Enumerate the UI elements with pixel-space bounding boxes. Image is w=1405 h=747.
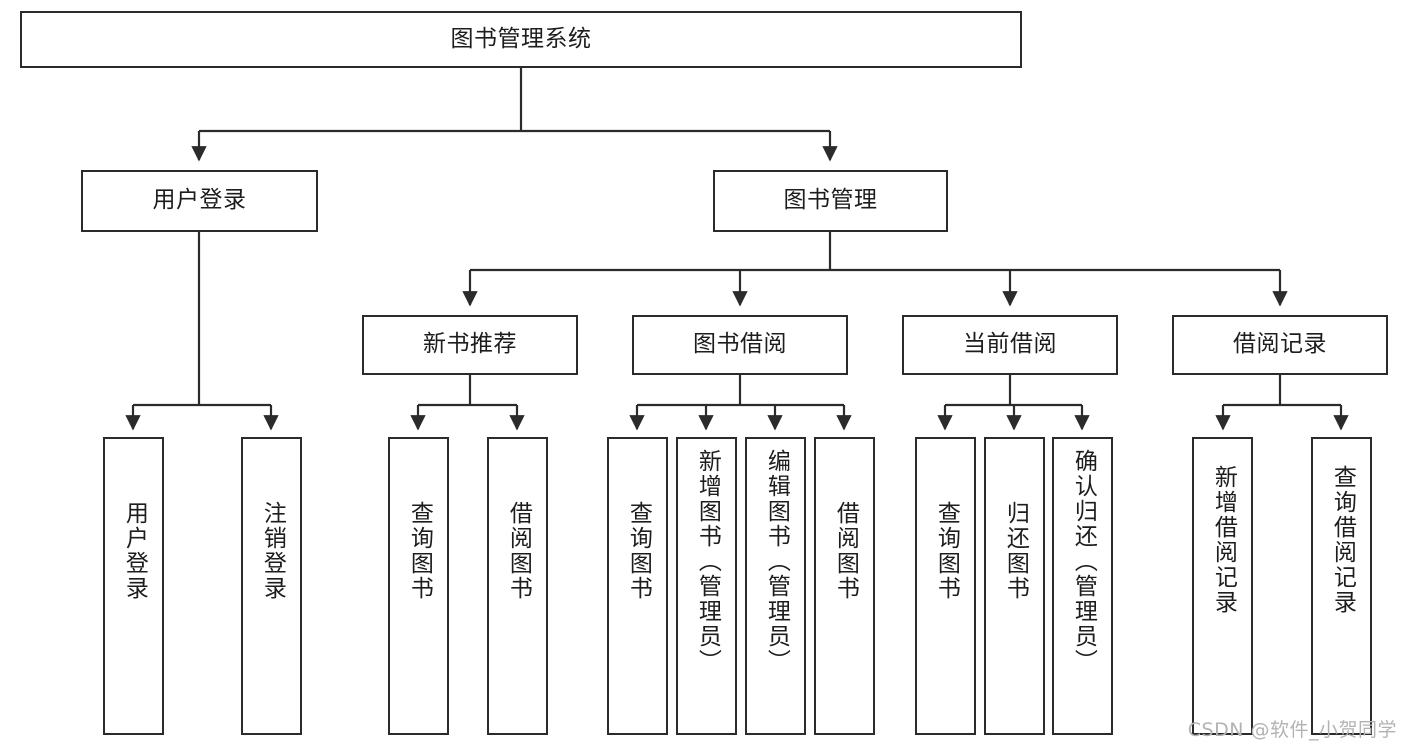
node-leaf-query-record-label: 查询借阅记录 [1329, 465, 1356, 615]
node-leaf-edit-book-label: 编辑图书（管理员） [763, 449, 790, 674]
node-leaf-user-login[interactable]: 用户登录 [103, 437, 164, 735]
node-new-book-recommend-label: 新书推荐 [423, 331, 517, 358]
node-leaf-user-login-label: 用户登录 [121, 501, 148, 601]
node-leaf-return-book-label: 归还图书 [1002, 501, 1029, 601]
node-leaf-query-book-3[interactable]: 查询图书 [915, 437, 976, 735]
node-leaf-query-book-2-label: 查询图书 [625, 501, 652, 601]
node-user-login-label: 用户登录 [152, 187, 247, 214]
node-leaf-confirm-return[interactable]: 确认归还（管理员） [1052, 437, 1113, 735]
node-leaf-borrow-book-2-label: 借阅图书 [832, 501, 859, 601]
node-root[interactable]: 图书管理系统 [20, 11, 1022, 68]
node-leaf-borrow-book-1[interactable]: 借阅图书 [487, 437, 548, 735]
node-leaf-add-record[interactable]: 新增借阅记录 [1192, 437, 1253, 735]
node-leaf-borrow-book-2[interactable]: 借阅图书 [814, 437, 875, 735]
node-new-book-recommend[interactable]: 新书推荐 [362, 315, 578, 375]
node-book-manage-label: 图书管理 [783, 187, 878, 214]
node-book-borrow[interactable]: 图书借阅 [632, 315, 848, 375]
watermark-text: CSDN @软件_小贺同学 [1187, 719, 1397, 741]
node-leaf-add-book[interactable]: 新增图书（管理员） [676, 437, 737, 735]
node-borrow-record[interactable]: 借阅记录 [1172, 315, 1388, 375]
node-leaf-query-book-3-label: 查询图书 [933, 501, 960, 601]
node-current-borrow-label: 当前借阅 [963, 331, 1057, 358]
node-book-borrow-label: 图书借阅 [693, 331, 787, 358]
node-leaf-edit-book[interactable]: 编辑图书（管理员） [745, 437, 806, 735]
node-book-manage[interactable]: 图书管理 [713, 170, 948, 232]
node-leaf-query-book-2[interactable]: 查询图书 [607, 437, 668, 735]
node-leaf-return-book[interactable]: 归还图书 [984, 437, 1045, 735]
node-borrow-record-label: 借阅记录 [1233, 331, 1327, 358]
node-leaf-logout-login-label: 注销登录 [259, 501, 286, 601]
node-leaf-query-book-1-label: 查询图书 [406, 501, 433, 601]
node-leaf-query-book-1[interactable]: 查询图书 [388, 437, 449, 735]
node-leaf-borrow-book-1-label: 借阅图书 [505, 501, 532, 601]
node-leaf-confirm-return-label: 确认归还（管理员） [1070, 449, 1097, 674]
node-current-borrow[interactable]: 当前借阅 [902, 315, 1118, 375]
node-leaf-logout-login[interactable]: 注销登录 [241, 437, 302, 735]
node-user-login[interactable]: 用户登录 [81, 170, 318, 232]
node-leaf-add-record-label: 新增借阅记录 [1210, 465, 1237, 615]
node-leaf-query-record[interactable]: 查询借阅记录 [1311, 437, 1372, 735]
node-root-label: 图书管理系统 [450, 25, 592, 52]
node-leaf-add-book-label: 新增图书（管理员） [694, 449, 721, 674]
